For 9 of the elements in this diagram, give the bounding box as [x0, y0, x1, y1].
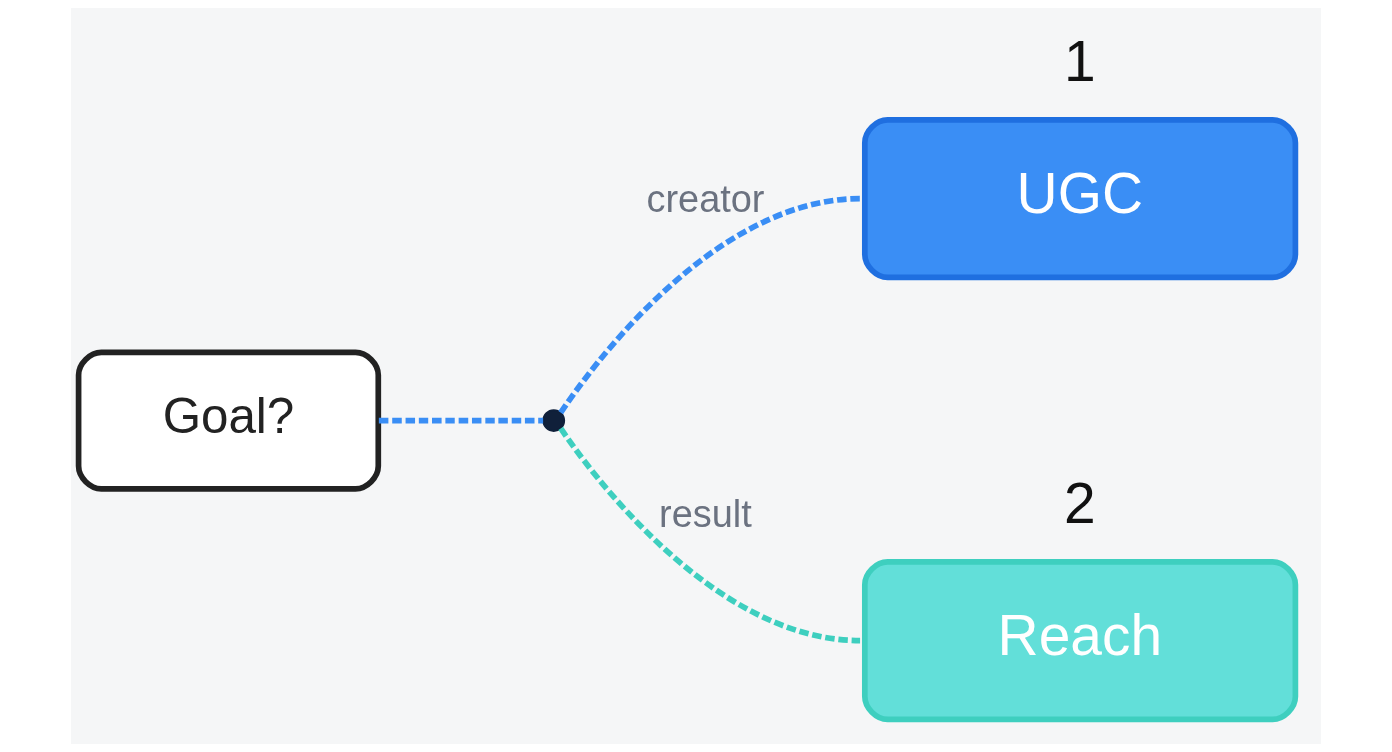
node-label: 2: [1063, 471, 1096, 535]
connector: [558, 426, 861, 644]
connector: [378, 417, 544, 424]
node-box: Goal?: [75, 349, 382, 492]
connector: [558, 195, 861, 415]
node-label: 1: [1063, 29, 1096, 94]
edge-label: result: [659, 492, 752, 535]
node-circle: [542, 409, 566, 432]
edge-label: creator: [646, 177, 765, 220]
